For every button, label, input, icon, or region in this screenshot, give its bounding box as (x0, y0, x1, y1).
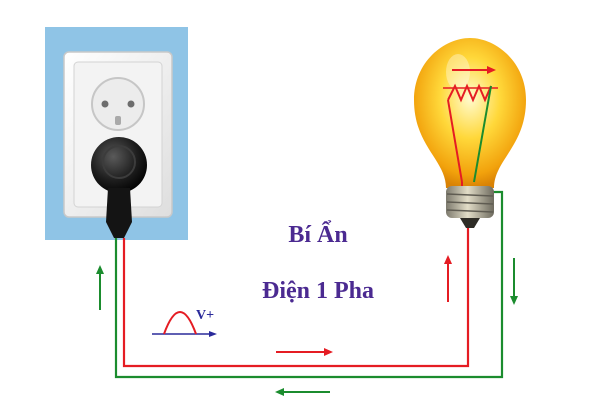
bulb-lead-live (447, 99, 463, 183)
power-outlet-icon (91, 77, 145, 131)
voltage-label: V+ (196, 308, 215, 323)
live-wire (122, 228, 470, 368)
current-direction-arrows (96, 66, 518, 396)
half-wave-icon (152, 311, 217, 337)
wall-socket (45, 27, 188, 240)
light-bulb-icon (414, 38, 526, 228)
neutral-wire (114, 190, 504, 379)
title-line-1: Bí Ẩn (288, 222, 348, 248)
power-plug-icon (91, 137, 147, 238)
socket-hole-left (101, 100, 109, 108)
socket-hole-right (127, 100, 135, 108)
bulb-lead-neutral (473, 85, 492, 183)
socket-ground-pin (115, 116, 121, 125)
title-line-2: Điện 1 Pha (261, 278, 374, 304)
